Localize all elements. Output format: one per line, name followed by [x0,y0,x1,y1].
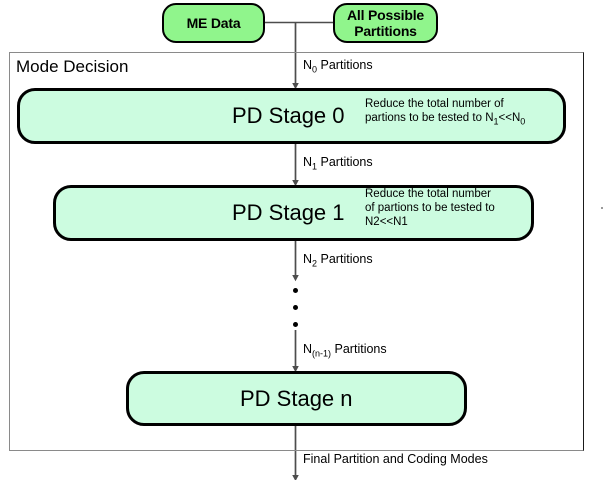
edge-label-nn1-sub: (n-1) [312,348,332,359]
pd-stage-n-box[interactable] [126,371,467,426]
pd-stage-0-note-line1: Reduce the total number of [365,98,504,110]
pd-stage-1-note-line1: Reduce the total number [365,188,491,200]
pd-stage-1-box[interactable] [53,185,534,241]
pd-stage-0-note: Reduce the total number of partions to b… [365,97,560,127]
edge-label-n1-sub: 1 [312,161,318,172]
edge-label-n1-partitions: N1 Partitions [303,155,373,172]
ellipsis-dot-3 [293,322,298,327]
mode-decision-container [9,52,584,451]
pd-stage-n-title: PD Stage n [240,386,353,411]
edge-label-final-output: Final Partition and Coding Modes [303,452,488,466]
pd-stage-0-note-line2: partions to be tested to N1<<N0 [365,112,526,127]
edge-label-nn1-partitions: N(n-1) Partitions [303,342,387,359]
pd-stage-0-title: PD Stage 0 [232,103,345,128]
ellipsis-dot-1 [293,288,298,293]
me-data-box[interactable]: ME Data [162,3,265,43]
pd-stage-1-title: PD Stage 1 [232,200,345,225]
pd-stage-0-note-sub2: 0 [520,116,526,127]
edge-label-n2-partitions: N2 Partitions [303,252,373,269]
pd-stage-0-note-line2-mid: <<N [498,112,521,124]
ellipsis-dot-2 [293,305,298,310]
edge-label-n1-post: Partitions [317,155,373,169]
edge-label-n0-pre: N [303,58,313,72]
edge-label-n0-post: Partitions [317,58,373,72]
edge-label-n2-sub: 2 [312,258,318,269]
pd-stage-0-note-sub1: 1 [493,116,499,127]
edge-label-n1-pre: N [303,155,313,169]
edge-label-nn1-post: Partitions [331,342,387,356]
edge-label-nn1-pre: N [303,342,313,356]
mode-decision-title: Mode Decision [16,57,129,76]
pd-stage-1-note-line2: of partions to be tested to [365,202,495,214]
me-data-label: ME Data [186,14,241,31]
all-possible-partitions-label: All Possible Partitions [347,7,424,39]
pd-stage-0-box[interactable] [17,88,566,144]
edge-label-n2-post: Partitions [317,252,373,266]
image-speck-artifact [601,207,603,209]
all-possible-partitions-box[interactable]: All Possible Partitions [333,3,438,43]
all-possible-partitions-label-line2: Partitions [354,23,417,39]
edge-label-n0-sub: 0 [312,64,318,75]
pd-stage-0-note-line2-pre: partions to be tested to N [365,112,494,124]
all-possible-partitions-label-line1: All Possible [347,6,424,23]
edge-label-n0-partitions: N0 Partitions [303,58,373,75]
edge-label-n2-pre: N [303,252,313,266]
pd-stage-1-note: Reduce the total number of partions to b… [365,187,530,229]
pd-stage-1-note-line3: N2<<N1 [365,216,408,228]
